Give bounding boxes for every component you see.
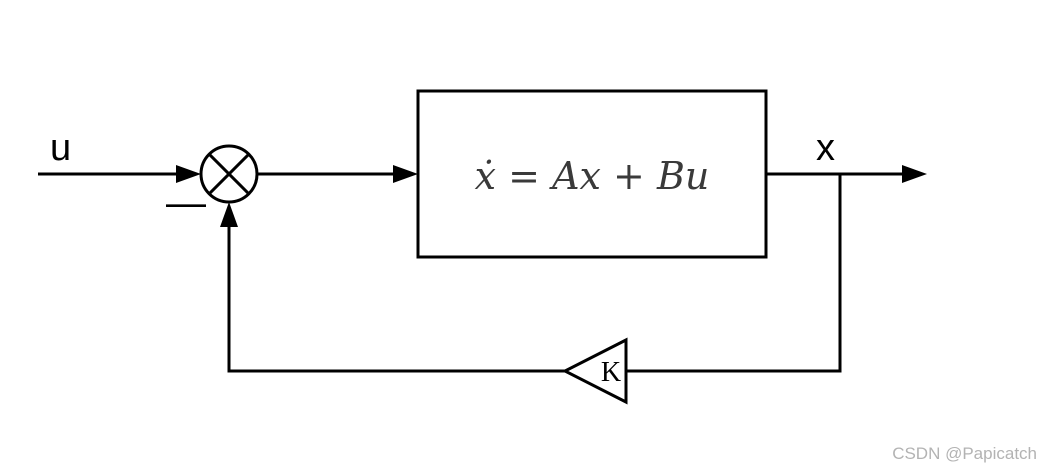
minus-sign: — (166, 181, 206, 225)
output-arrowhead (902, 165, 927, 183)
feedback-return-wire (227, 224, 565, 373)
summing-junction (199, 144, 259, 204)
output-label: x (816, 127, 835, 169)
gain-block (561, 337, 628, 405)
plant-input-arrowhead (393, 165, 418, 183)
plant-block (416, 89, 768, 259)
watermark: CSDN @Papicatch (892, 444, 1037, 463)
feedback-takeoff-wire (626, 174, 842, 373)
input-arrowhead (176, 165, 201, 183)
input-label: u (50, 127, 71, 169)
plant-equation: ẋ = Ax + Bu (475, 154, 710, 198)
gain-label: K (601, 357, 621, 388)
feedback-arrowhead (220, 202, 238, 227)
